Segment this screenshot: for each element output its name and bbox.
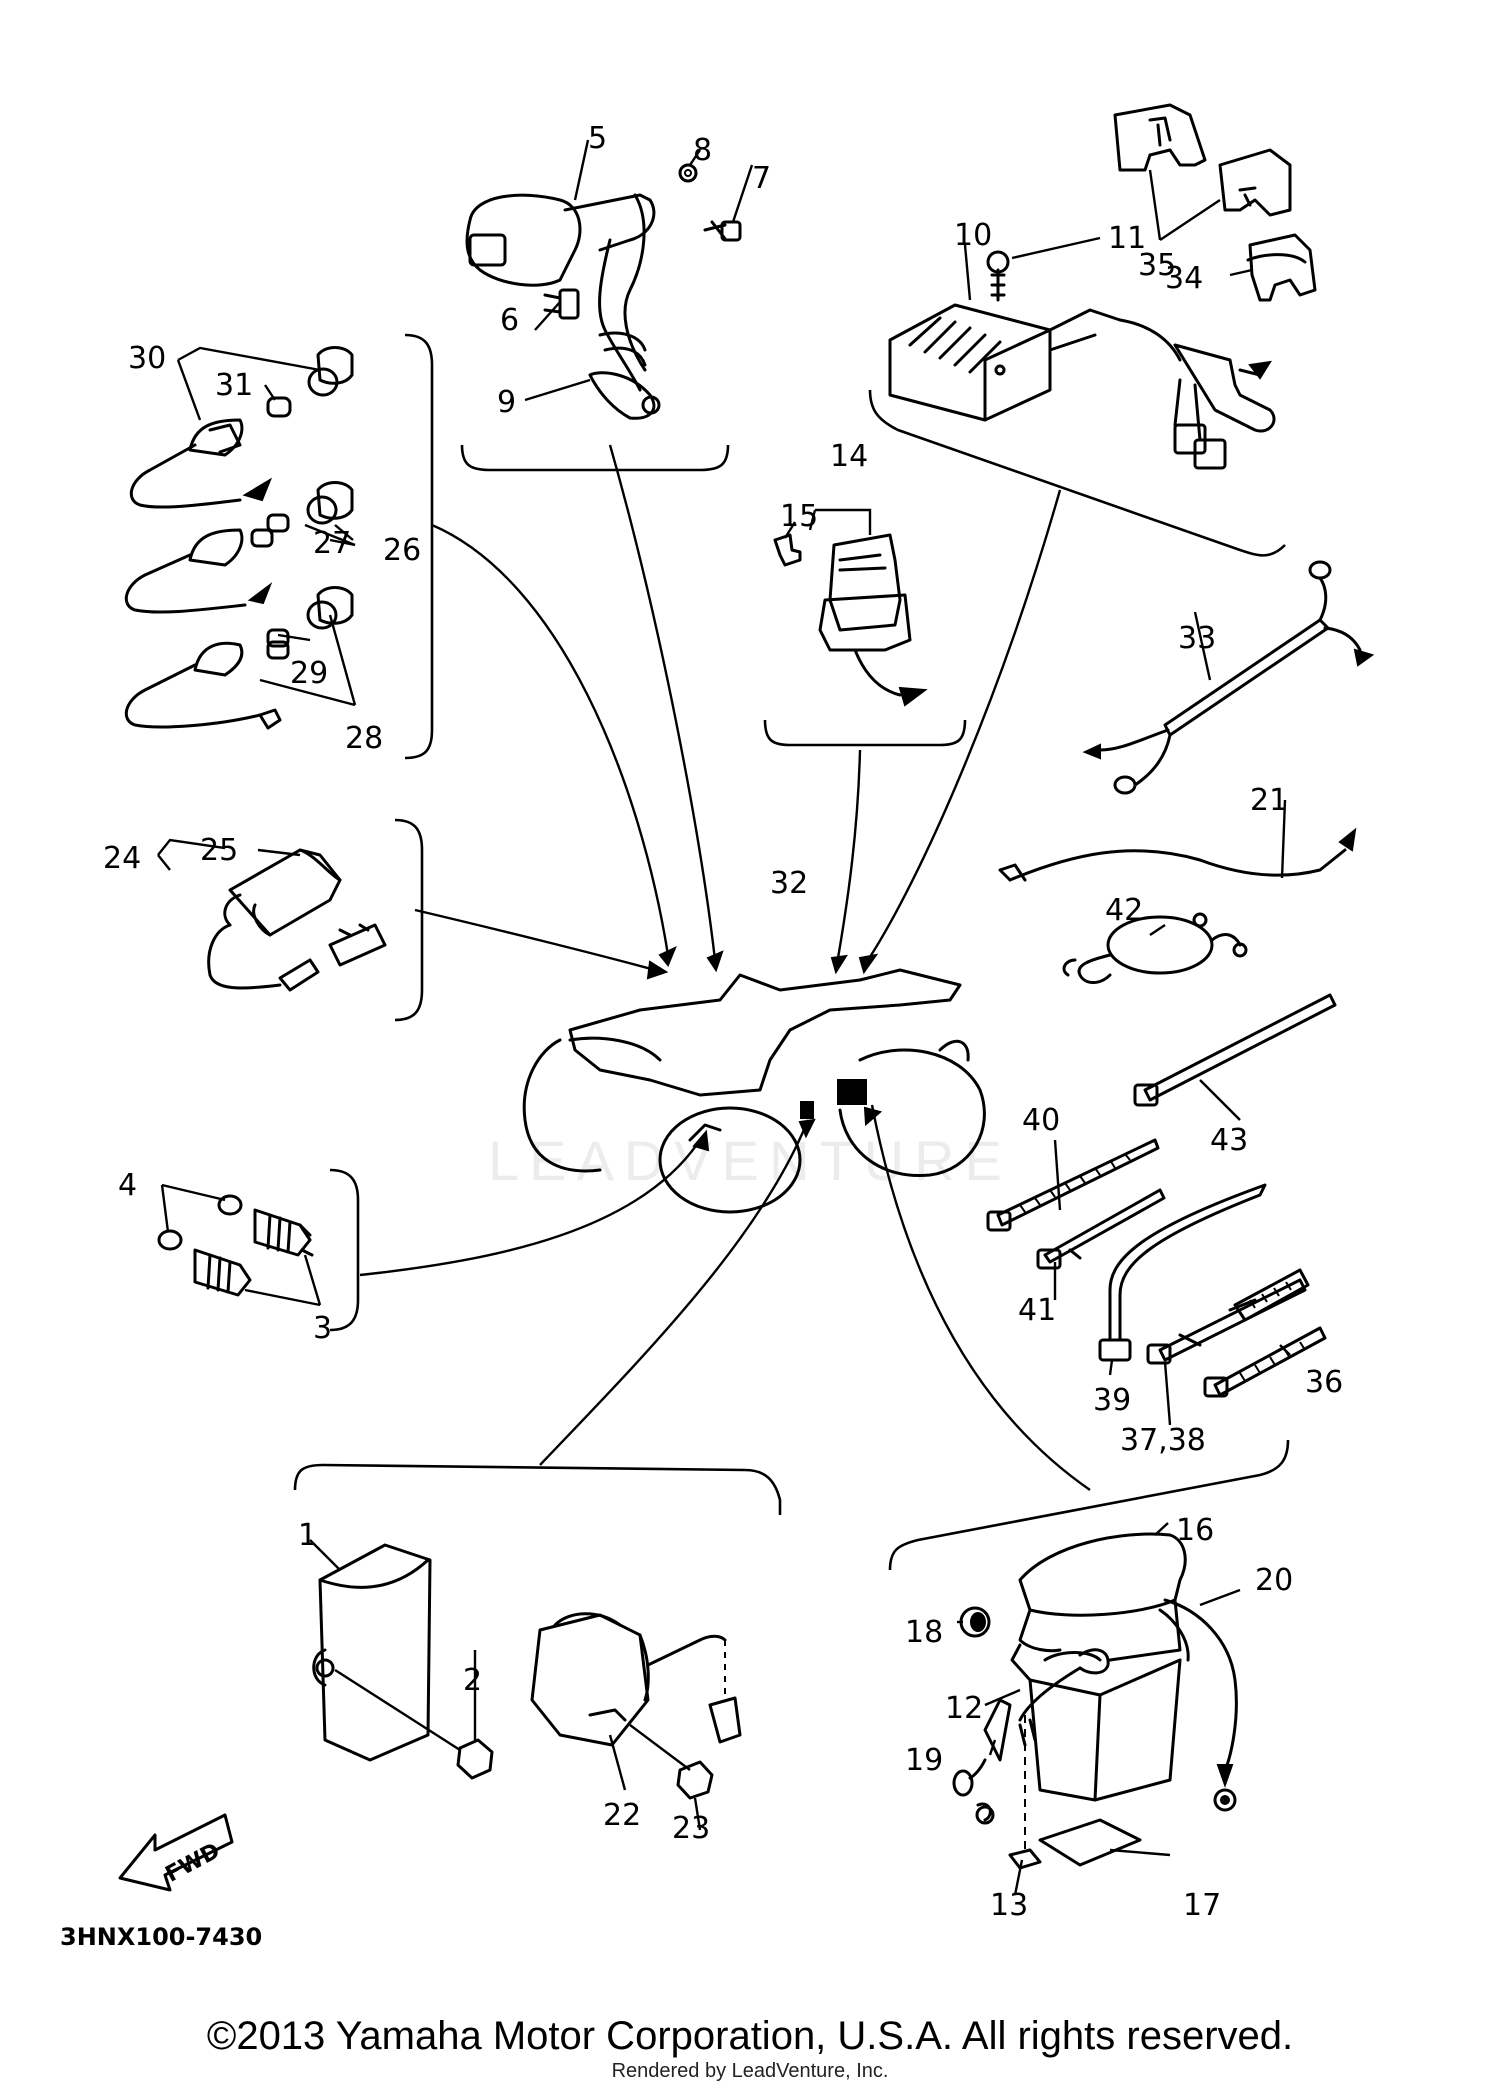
callout-27: 27 xyxy=(313,526,351,561)
battery-group xyxy=(952,1522,1241,1896)
callout-11: 11 xyxy=(1108,221,1146,256)
fwd-arrow-icon: FWD xyxy=(118,1813,234,1892)
battery-location xyxy=(837,1079,867,1105)
callout-30: 30 xyxy=(128,341,166,376)
callout-10: 10 xyxy=(954,218,992,253)
callout-34: 34 xyxy=(1165,261,1203,296)
callout-39: 39 xyxy=(1093,1383,1131,1418)
callout-41: 41 xyxy=(1018,1293,1056,1328)
electrical-parts-diagram: FWD 3HNX100-7430 1 2 3 4 5 6 7 8 9 10 11… xyxy=(60,103,1375,1951)
callout-2: 2 xyxy=(463,1663,482,1698)
bracket-battery xyxy=(888,1439,1290,1571)
callout-5: 5 xyxy=(588,121,607,156)
diagram-code: 3HNX100-7430 xyxy=(60,1923,262,1951)
pickup-coil-22-23 xyxy=(530,1612,742,1831)
band-42 xyxy=(1062,912,1248,984)
callout-33: 33 xyxy=(1178,621,1216,656)
callout-1: 1 xyxy=(298,1518,317,1553)
callout-15: 15 xyxy=(780,499,818,534)
callout-13: 13 xyxy=(990,1888,1028,1923)
callout-25: 25 xyxy=(200,833,238,868)
bracket-ignition-coil xyxy=(460,444,730,472)
lead-21 xyxy=(998,799,1357,882)
bracket-neutral-switch xyxy=(329,1168,360,1332)
copyright-notice: ©2013 Yamaha Motor Corporation, U.S.A. A… xyxy=(206,2014,1294,2058)
cable-tie-43 xyxy=(1133,993,1337,1121)
switch-24-25 xyxy=(157,838,387,992)
callout-42: 42 xyxy=(1105,893,1143,928)
wire-lead-33 xyxy=(1082,560,1375,795)
callout-12: 12 xyxy=(945,1691,983,1726)
rectifier-regulator-group xyxy=(888,236,1276,470)
callout-36: 36 xyxy=(1305,1365,1343,1400)
callout-28: 28 xyxy=(345,721,383,756)
callout-labels: 1 2 3 4 5 6 7 8 9 10 11 12 13 14 15 16 1… xyxy=(103,121,1343,1923)
sending-units xyxy=(124,346,357,730)
callout-20: 20 xyxy=(1255,1563,1293,1598)
callout-21: 21 xyxy=(1250,783,1288,818)
neutral-switch-3-4 xyxy=(157,1183,322,1307)
ignition-coil-group xyxy=(465,139,754,420)
rendered-by-note: Rendered by LeadVenture, Inc. xyxy=(611,2060,889,2082)
bracket-switch xyxy=(394,818,424,1022)
cdi-unit-location xyxy=(800,1101,814,1119)
callout-18: 18 xyxy=(905,1615,943,1650)
leader-lines xyxy=(359,444,1091,1491)
callout-32: 32 xyxy=(770,866,808,901)
callout-40: 40 xyxy=(1022,1103,1060,1138)
callout-26: 26 xyxy=(383,533,421,568)
callout-3: 3 xyxy=(313,1311,332,1346)
callout-16: 16 xyxy=(1176,1513,1214,1548)
bracket-cdi xyxy=(293,1463,782,1515)
atv-silhouette xyxy=(522,968,986,1214)
fwd-label: FWD xyxy=(162,1839,225,1888)
watermark-text: LEADVENTURE xyxy=(488,1129,1012,1192)
callout-14: 14 xyxy=(830,439,868,474)
callout-31: 31 xyxy=(215,368,253,403)
callout-6: 6 xyxy=(500,303,519,338)
callout-4: 4 xyxy=(118,1168,137,1203)
callout-43: 43 xyxy=(1210,1123,1248,1158)
callout-35: 35 xyxy=(1138,248,1176,283)
callout-29: 29 xyxy=(290,656,328,691)
callout-7: 7 xyxy=(752,161,771,196)
coupler-covers xyxy=(1113,103,1317,302)
callout-24: 24 xyxy=(103,841,141,876)
callout-23: 23 xyxy=(672,1811,710,1846)
starter-relay-group xyxy=(773,508,928,707)
callout-19: 19 xyxy=(905,1743,943,1778)
callout-22: 22 xyxy=(603,1798,641,1833)
callout-9: 9 xyxy=(497,385,516,420)
callout-8: 8 xyxy=(693,133,712,168)
callout-37-38: 37,38 xyxy=(1120,1423,1206,1458)
bracket-sending-units xyxy=(404,333,434,760)
cdi-unit-1-2 xyxy=(309,1539,494,1780)
bracket-rectifier xyxy=(868,389,1286,557)
cable-ties xyxy=(986,1138,1327,1426)
callout-17: 17 xyxy=(1183,1888,1221,1923)
bracket-starter-relay xyxy=(763,719,967,747)
